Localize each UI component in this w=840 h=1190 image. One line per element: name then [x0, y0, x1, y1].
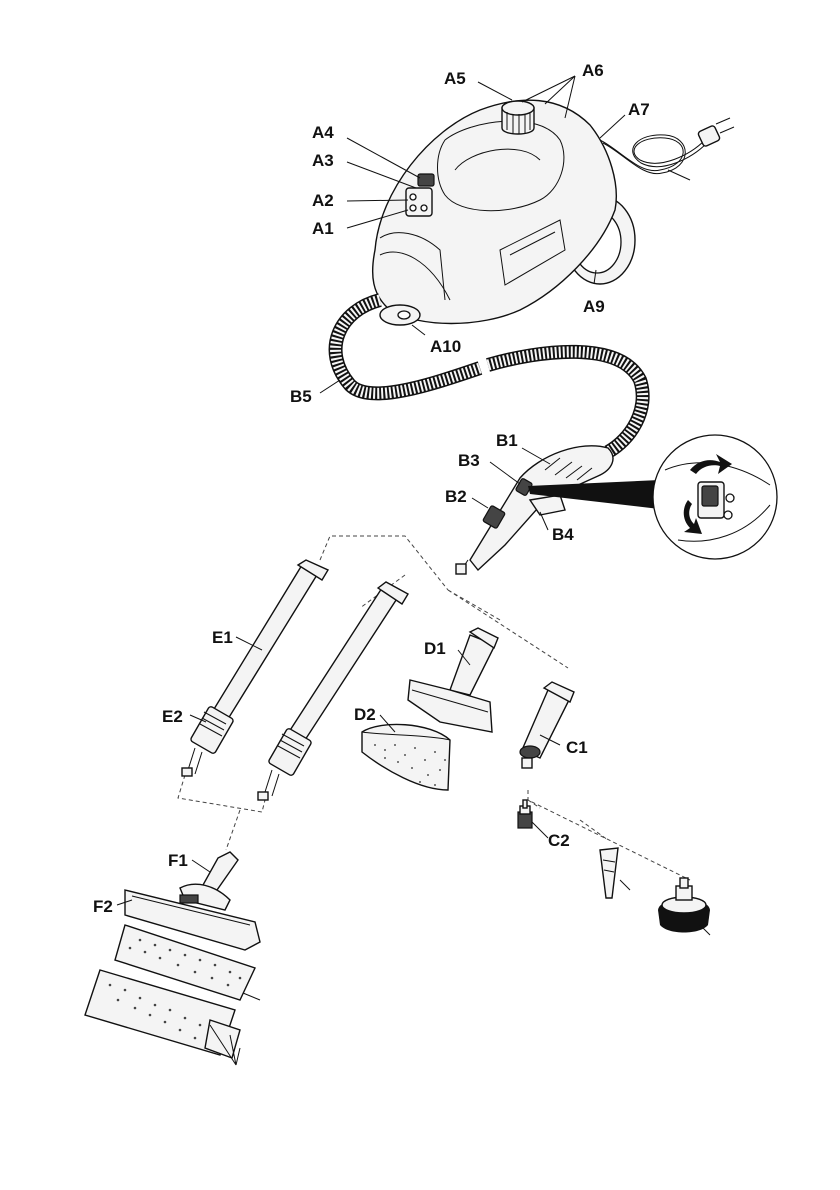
steam-cleaner-body [373, 100, 734, 325]
label-B5: B5 [290, 387, 312, 406]
label-A5: A5 [444, 69, 466, 88]
label-A3: A3 [312, 151, 334, 170]
switch-detail-zoom [653, 435, 777, 559]
label-C1: C1 [566, 738, 588, 757]
label-A9: A9 [583, 297, 605, 316]
label-B2: B2 [445, 487, 467, 506]
filler-cap [502, 101, 534, 134]
label-B1: B1 [496, 431, 518, 450]
power-nozzle [600, 848, 618, 898]
power-cord [600, 118, 734, 174]
label-F1: F1 [168, 851, 188, 870]
label-A7: A7 [628, 100, 650, 119]
label-E2: E2 [162, 707, 183, 726]
hand-nozzle [408, 628, 498, 732]
label-C2: C2 [548, 831, 570, 850]
steam-hose [336, 300, 643, 452]
label-B4: B4 [552, 525, 574, 544]
hand-nozzle-cover [362, 724, 450, 790]
label-D2: D2 [354, 705, 376, 724]
label-E1: E1 [212, 628, 233, 647]
label-B3: B3 [458, 451, 480, 470]
round-brush-small [518, 800, 532, 828]
round-brush-large [658, 878, 710, 933]
label-F2: F2 [93, 897, 113, 916]
label-A10: A10 [430, 337, 461, 356]
label-D1: D1 [424, 639, 446, 658]
label-A2: A2 [312, 191, 334, 210]
label-A1: A1 [312, 219, 334, 238]
steam-gun [456, 446, 668, 574]
label-A6: A6 [582, 61, 604, 80]
label-A4: A4 [312, 123, 334, 142]
